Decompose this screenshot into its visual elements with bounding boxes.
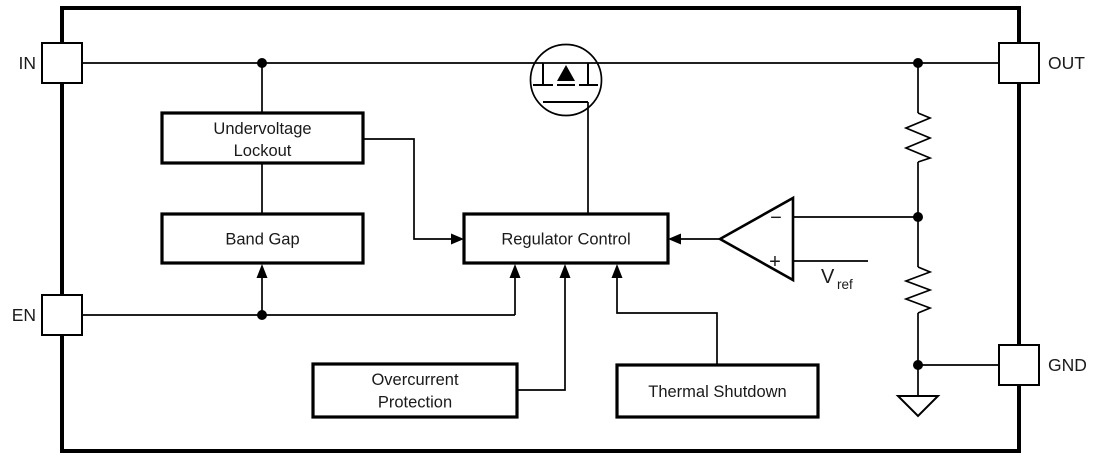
- junction-dot: [913, 212, 923, 222]
- transistor-stubs: [542, 63, 589, 85]
- pin-out: [998, 42, 1040, 84]
- block-band-gap: [160, 212, 365, 265]
- arrowhead-into-regctl-left: [451, 233, 464, 245]
- pass-transistor-icon: [529, 43, 603, 117]
- wire-thermal-to-regctl: [616, 276, 718, 365]
- block-undervoltage-lockout: [160, 111, 365, 165]
- pin-label-in: IN: [19, 53, 37, 73]
- vref-label: V: [821, 266, 835, 288]
- ground-icon: [895, 395, 941, 418]
- arrowhead-thermal: [611, 264, 623, 278]
- block-overcurrent-protection: [311, 362, 519, 419]
- vref-subscript: ref: [837, 277, 853, 292]
- junction-dot: [913, 58, 923, 68]
- pin-label-out: OUT: [1048, 53, 1085, 73]
- junction-dot: [257, 58, 267, 68]
- arrowhead-enable: [509, 264, 521, 278]
- amp-plus-sign: +: [769, 251, 781, 273]
- amp-minus-sign: −: [770, 207, 782, 229]
- label-lockout: Lockout: [234, 142, 292, 160]
- wire-enable: [82, 276, 516, 316]
- label-undervoltage: Undervoltage: [213, 120, 311, 138]
- arrowhead-ocp: [559, 264, 571, 278]
- block-thermal-shutdown: [615, 363, 820, 419]
- pin-label-en: EN: [12, 305, 36, 325]
- label-overcurrent: Overcurrent: [371, 371, 459, 389]
- label-protection: Protection: [378, 394, 452, 412]
- wire-uvlo-to-regctl: [363, 138, 452, 240]
- arrowhead-into-regctl-right: [668, 233, 681, 245]
- wire-divider: [917, 63, 999, 396]
- arrowhead-into-bandgap: [256, 264, 268, 278]
- resistor-bottom-icon: [903, 266, 933, 314]
- junction-dot: [913, 360, 923, 370]
- wire-ocp-to-regctl: [517, 276, 566, 391]
- pin-in: [41, 42, 83, 84]
- error-amplifier-icon: [717, 195, 795, 283]
- pin-label-gnd: GND: [1048, 355, 1087, 375]
- junction-dot: [257, 310, 267, 320]
- chip-outline: [60, 6, 1021, 453]
- label-band-gap: Band Gap: [225, 231, 299, 249]
- label-regulator-control: Regulator Control: [501, 231, 630, 249]
- transistor-circle: [529, 43, 603, 117]
- pin-gnd: [998, 344, 1040, 386]
- transistor-body-arrow: [557, 65, 575, 81]
- pin-en: [41, 294, 83, 336]
- block-regulator-control: [462, 212, 670, 265]
- label-thermal-shutdown: Thermal Shutdown: [648, 383, 787, 401]
- resistor-top-icon: [903, 112, 933, 163]
